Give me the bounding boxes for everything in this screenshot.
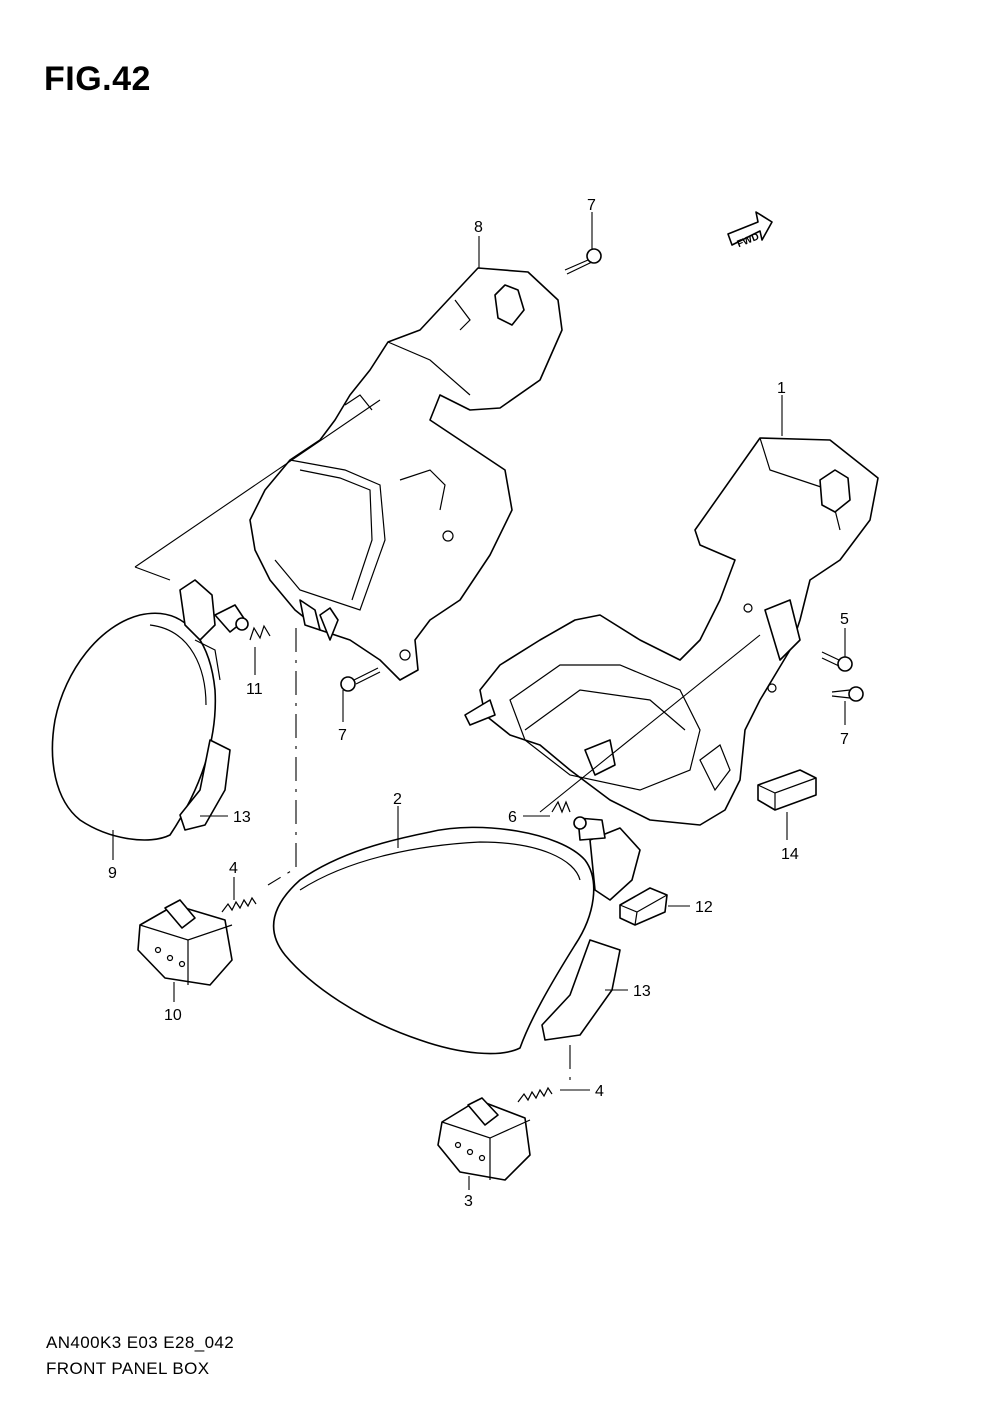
assembly-line-lid-left — [134, 399, 381, 581]
callout-13-right: 13 — [633, 983, 651, 1000]
part-2-lid-right — [272, 816, 641, 1055]
part-14-pad — [757, 769, 817, 811]
part-4-spring-lower — [517, 1086, 553, 1103]
part-10-latch — [137, 899, 233, 986]
callout-11: 11 — [246, 681, 263, 698]
part-11-spring — [249, 624, 271, 641]
part-4-spring-upper — [221, 896, 257, 913]
callout-10: 10 — [164, 1007, 182, 1024]
part-8-panel-box-left — [249, 267, 563, 681]
callout-2: 2 — [393, 791, 402, 808]
part-5-screw — [821, 651, 853, 672]
part-6-spring — [551, 800, 571, 814]
callout-9: 9 — [108, 865, 117, 882]
part-7-screw-left — [340, 667, 381, 692]
fwd-arrow-icon: FWD — [727, 211, 773, 250]
part-3-latch — [437, 1097, 531, 1181]
callout-7-right: 7 — [840, 731, 849, 748]
callout-14: 14 — [781, 846, 799, 863]
part-9-lid-left — [51, 579, 249, 841]
diagram-code: AN400K3 E03 E28_042 — [46, 1333, 235, 1352]
callout-3: 3 — [464, 1193, 473, 1210]
callout-8: 8 — [474, 219, 483, 236]
part-7-screw-right — [831, 686, 864, 702]
callout-7-left: 7 — [338, 727, 347, 744]
callout-6: 6 — [508, 809, 517, 826]
part-7-screw-top — [564, 248, 602, 275]
callout-12: 12 — [695, 899, 713, 916]
part-12-pad — [619, 887, 668, 926]
assembly-line-left — [267, 628, 297, 886]
callout-4-lower: 4 — [595, 1083, 604, 1100]
figure-title: FIG.42 — [44, 60, 151, 98]
diagram-name: FRONT PANEL BOX — [46, 1359, 210, 1378]
callout-1: 1 — [777, 380, 786, 397]
assembly-line-lid-right — [539, 634, 761, 813]
callout-4-upper: 4 — [229, 860, 238, 877]
callout-7-top: 7 — [587, 197, 596, 214]
callout-13-left: 13 — [233, 809, 251, 826]
part-1-panel-box-right — [464, 437, 879, 826]
callout-5: 5 — [840, 611, 849, 628]
